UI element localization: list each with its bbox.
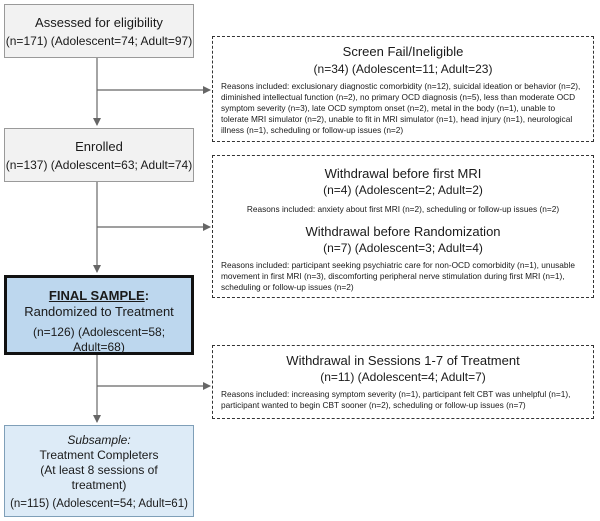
subsample-counts: (n=115) (Adolescent=54; Adult=61) bbox=[10, 498, 188, 510]
enrolled-title: Enrolled bbox=[75, 139, 123, 154]
screen-fail-reasons: Reasons included: exclusionary diagnosti… bbox=[221, 81, 581, 135]
enrolled-counts: (n=137) (Adolescent=63; Adult=74) bbox=[5, 158, 193, 172]
subsample-line2: Treatment Completers bbox=[39, 448, 159, 462]
withdrawal-mri-reasons: Reasons included: anxiety about first MR… bbox=[246, 204, 560, 214]
screen-fail-title: Screen Fail/Ineligible bbox=[342, 44, 464, 59]
withdrawal-rand-title: Withdrawal before Randomization bbox=[305, 224, 501, 239]
withdrawal-mri-counts: (n=4) (Adolescent=2; Adult=2) bbox=[323, 183, 483, 197]
withdrawal-rand-counts: (n=7) (Adolescent=3; Adult=4) bbox=[323, 241, 483, 255]
withdrawal-sessions-box: Withdrawal in Sessions 1-7 of Treatment … bbox=[212, 345, 594, 419]
screen-fail-counts: (n=34) (Adolescent=11; Adult=23) bbox=[313, 62, 493, 76]
withdrawal-sessions-counts: (n=11) (Adolescent=4; Adult=7) bbox=[320, 370, 486, 384]
subsample-label: Subsample: bbox=[67, 433, 131, 447]
eligibility-box: Assessed for eligibility (n=171) (Adoles… bbox=[4, 4, 194, 58]
eligibility-title: Assessed for eligibility bbox=[35, 15, 163, 30]
eligibility-counts: (n=171) (Adolescent=74; Adult=97) bbox=[5, 34, 193, 48]
withdrawal-rand-reasons: Reasons included: participant seeking ps… bbox=[221, 260, 575, 292]
enrolled-box: Enrolled (n=137) (Adolescent=63; Adult=7… bbox=[4, 128, 194, 182]
withdrawal-mri-title: Withdrawal before first MRI bbox=[324, 166, 482, 181]
final-sample-box: FINAL SAMPLE: Randomized to Treatment (n… bbox=[4, 275, 194, 355]
subsample-line4: treatment) bbox=[71, 478, 127, 492]
withdrawals-box: Withdrawal before first MRI (n=4) (Adole… bbox=[212, 155, 594, 298]
final-sample-colon: : bbox=[144, 288, 150, 303]
withdrawal-sessions-reasons: Reasons included: increasing symptom sev… bbox=[221, 389, 571, 410]
withdrawal-sessions-title: Withdrawal in Sessions 1-7 of Treatment bbox=[286, 353, 520, 368]
final-sample-heading: FINAL SAMPLE: bbox=[7, 288, 191, 304]
final-sample-title: FINAL SAMPLE bbox=[48, 288, 145, 303]
final-sample-counts: (n=126) (Adolescent=58; Adult=68) bbox=[32, 325, 166, 354]
subsample-box: Subsample: Treatment Completers (At leas… bbox=[4, 425, 194, 517]
subsample-line3: (At least 8 sessions of bbox=[40, 463, 158, 477]
final-sample-line2: Randomized to Treatment bbox=[24, 304, 174, 319]
screen-fail-box: Screen Fail/Ineligible (n=34) (Adolescen… bbox=[212, 36, 594, 142]
